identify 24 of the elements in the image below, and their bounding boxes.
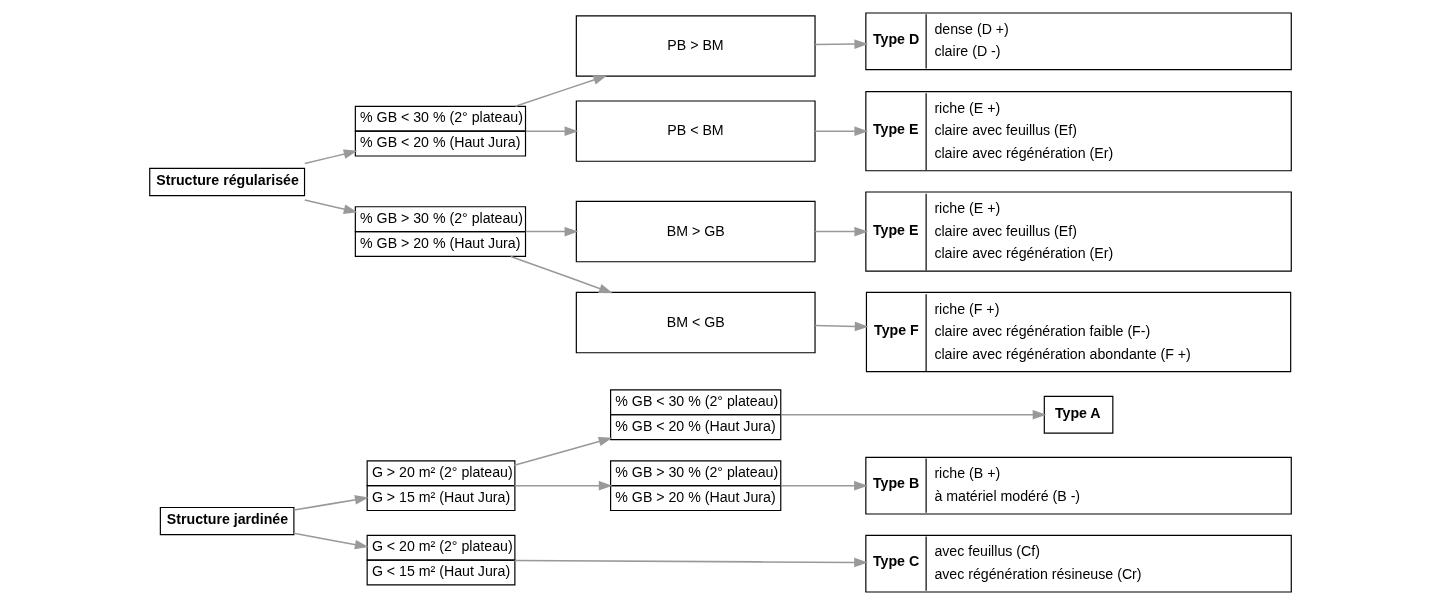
arrow bbox=[514, 75, 607, 108]
arrow bbox=[292, 532, 369, 550]
node-box: PB < BM bbox=[575, 100, 816, 162]
arrow bbox=[513, 480, 612, 491]
arrow bbox=[513, 436, 612, 467]
node-box: BM < GB bbox=[575, 291, 816, 354]
arrow bbox=[513, 557, 868, 568]
node-box: BM > GB bbox=[575, 200, 816, 263]
arrow bbox=[524, 226, 578, 237]
arrow bbox=[303, 149, 357, 165]
arrow bbox=[292, 495, 369, 511]
arrow bbox=[779, 409, 1046, 420]
arrow bbox=[813, 39, 868, 49]
arrow bbox=[509, 255, 613, 294]
node-box: Structure régularisée bbox=[148, 167, 305, 197]
arrow bbox=[524, 126, 578, 136]
node-box: Type A bbox=[1043, 395, 1113, 434]
arrow bbox=[813, 226, 868, 237]
arrow bbox=[813, 126, 868, 136]
arrow bbox=[813, 321, 868, 332]
arrow bbox=[303, 199, 357, 214]
node-box: PB > BM bbox=[575, 15, 816, 77]
arrow bbox=[779, 480, 868, 491]
node-box: Structure jardinée bbox=[159, 506, 294, 536]
